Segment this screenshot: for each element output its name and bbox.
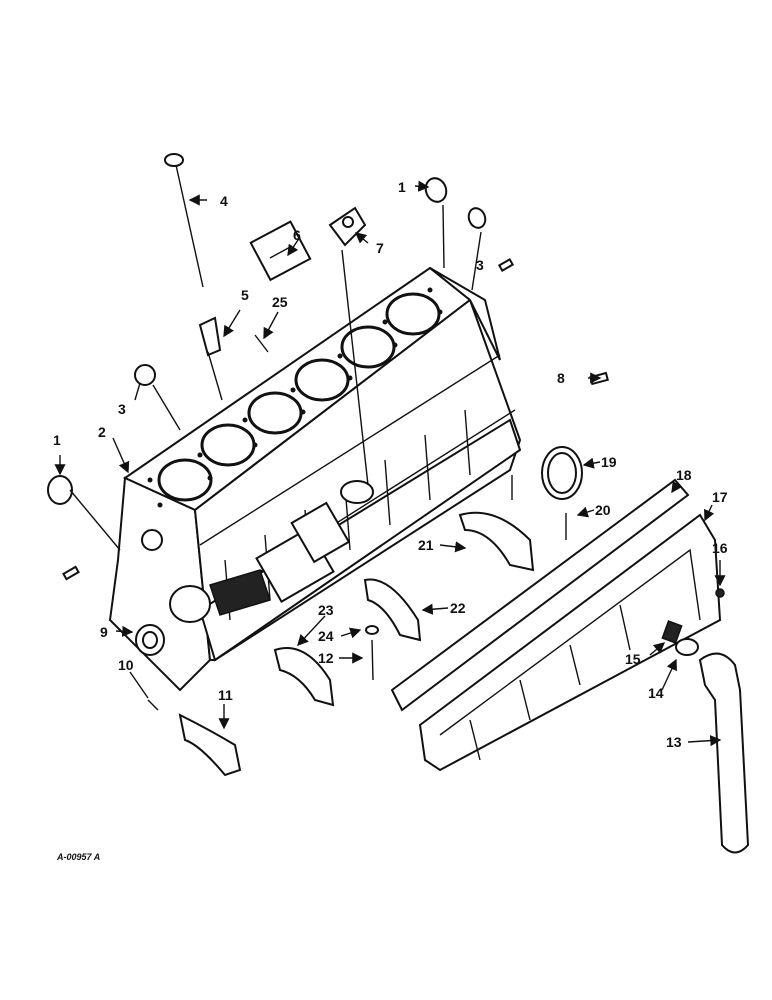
callout-25: 25: [272, 294, 288, 310]
drawing-code: A-00957 A: [56, 852, 100, 862]
callout-18: 18: [676, 467, 692, 483]
oil-pan-17: [418, 513, 722, 772]
callout-16: 16: [712, 540, 728, 556]
callout-15: 15: [625, 651, 641, 667]
expansion-plug-1-front: [47, 475, 73, 505]
cylinder-block: [108, 266, 522, 692]
bolt-12: [371, 639, 374, 681]
oil-pan-gasket-18: [390, 478, 690, 712]
callout-24: 24: [318, 628, 334, 644]
callout-13: 13: [666, 734, 682, 750]
gasket-14: [675, 638, 699, 656]
callout-8: 8: [557, 370, 565, 386]
callout-7: 7: [376, 240, 384, 256]
bushing-9: [135, 624, 165, 656]
drain-plug-16: [715, 588, 725, 598]
callout-1-top: 1: [398, 179, 406, 195]
callout-3-top: 3: [476, 257, 484, 273]
callout-23: 23: [318, 602, 334, 618]
stud-25: [254, 334, 269, 353]
callout-9: 9: [100, 624, 108, 640]
expansion-plug-1-top: [424, 177, 487, 229]
filler-tube-13: [698, 652, 750, 854]
leader-lines: [54, 180, 726, 747]
main-bearing-cap-11: [178, 713, 242, 777]
callout-17: 17: [712, 489, 728, 505]
expansion-plug-3-front: [134, 364, 156, 386]
bolt-20: [511, 475, 567, 540]
callout-12: 12: [318, 650, 334, 666]
oil-filler-flange: [328, 206, 367, 247]
callout-10: 10: [118, 657, 134, 673]
callout-2: 2: [98, 424, 106, 440]
callout-labels: 1 1 2 3 3 4 5 6 7 8 9 10 11 12 13 14 15 …: [53, 179, 728, 862]
spring-15: [661, 620, 683, 644]
breather-tube: [198, 316, 222, 357]
callout-5: 5: [241, 287, 249, 303]
washer-24: [365, 625, 379, 635]
callout-6: 6: [293, 227, 301, 243]
callout-22: 22: [450, 600, 466, 616]
seal-19: [541, 446, 583, 500]
main-bearing-cap-22: [363, 578, 422, 642]
callout-21: 21: [418, 537, 434, 553]
callout-20: 20: [595, 502, 611, 518]
callout-19: 19: [601, 454, 617, 470]
dipstick: [164, 153, 204, 288]
main-bearing-cap-21: [458, 511, 535, 572]
callout-3-front: 3: [118, 401, 126, 417]
pin-8: [497, 258, 609, 386]
main-bearing-cap-23: [273, 647, 335, 707]
callout-14: 14: [648, 685, 664, 701]
fitting-6: [249, 220, 312, 282]
callout-11: 11: [218, 687, 233, 703]
dowel-10: [147, 699, 159, 711]
callout-1-front: 1: [53, 432, 61, 448]
callout-4: 4: [220, 193, 228, 209]
pin-front: [62, 565, 80, 581]
